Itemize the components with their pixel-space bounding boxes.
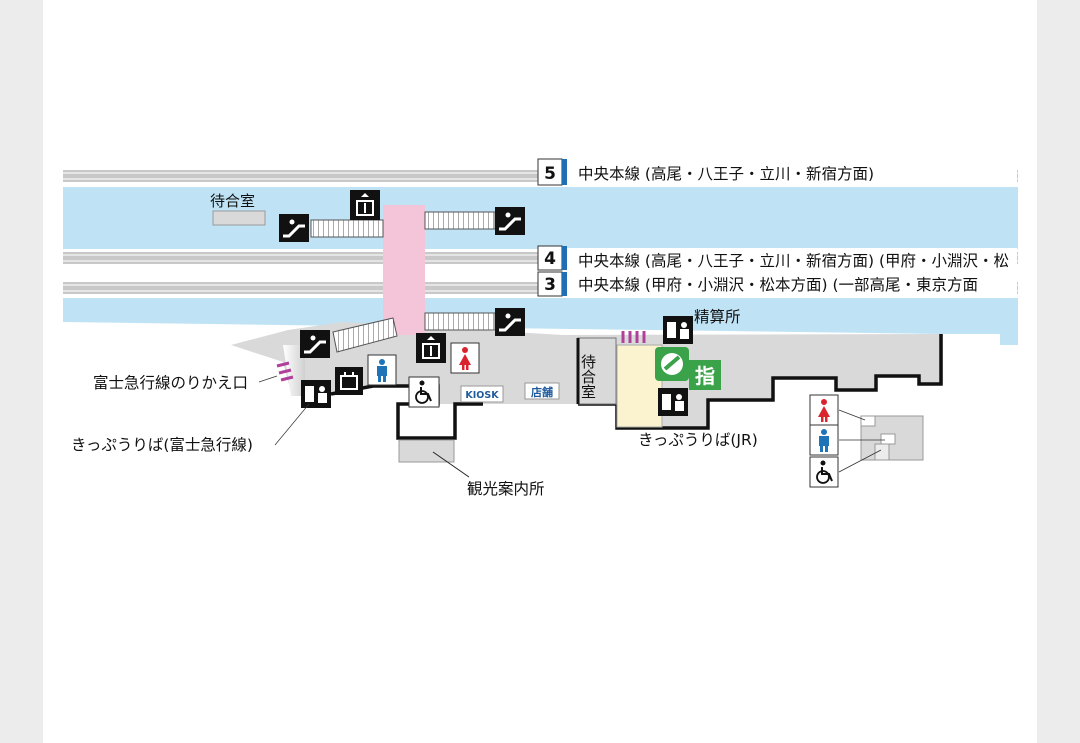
stairs-lower-left	[332, 317, 398, 353]
green-window-icon	[655, 347, 689, 381]
ticket-jr-label: きっぷうりば(JR)	[638, 431, 758, 449]
reserved-seat-label: 指	[695, 364, 715, 388]
track-destination: 中央本線 (高尾・八王子・立川・新宿方面) (甲府・小淵沢・松	[578, 252, 1009, 270]
escalator-icon	[495, 308, 525, 336]
shop-label: 店舗	[531, 385, 553, 399]
female-toilet-icon	[450, 342, 480, 374]
locker-icon	[335, 367, 363, 395]
jr-ticket-area	[616, 344, 663, 428]
island-platform	[63, 187, 1018, 249]
track-number: 5	[544, 164, 556, 184]
stairs-right	[424, 211, 496, 230]
fare-adjust-label: 精算所	[694, 307, 741, 326]
station-map: 待合室 待合室 5 中央本線 (高尾・八王子・立川・新宿方面) 4 中央本線 (…	[63, 158, 1018, 498]
wheelchair-icon	[408, 376, 440, 408]
elevator-icon	[416, 333, 446, 363]
track-destination: 中央本線 (甲府・小淵沢・松本方面) (一部高尾・東京方面	[578, 276, 978, 294]
reserved-seat-sign: 指	[689, 360, 721, 390]
kiosk-shop: KIOSK	[460, 385, 504, 403]
tourist-info-box	[398, 439, 455, 463]
track-label-3: 3 中央本線 (甲府・小淵沢・松本方面) (一部高尾・東京方面	[537, 271, 1017, 297]
track-destination: 中央本線 (高尾・八王子・立川・新宿方面)	[578, 165, 874, 183]
female-toilet-icon	[809, 394, 839, 426]
concourse-bridge	[383, 205, 425, 335]
gate-stripes-jr	[621, 331, 646, 343]
track-number: 3	[544, 275, 556, 295]
waiting-room-label: 待合室	[210, 192, 255, 210]
fuji-transfer-label: 富士急行線のりかえ口	[93, 374, 248, 392]
track-number: 4	[544, 249, 556, 269]
track-label-4: 4 中央本線 (高尾・八王子・立川・新宿方面) (甲府・小淵沢・松	[537, 245, 1017, 271]
escalator-icon	[495, 207, 525, 235]
wheelchair-icon	[809, 456, 839, 488]
stairs-lower-right	[424, 312, 496, 331]
kiosk-label: KIOSK	[465, 390, 499, 401]
escalator-icon	[300, 330, 330, 358]
gate-stripes-fuji	[276, 361, 294, 382]
wall-left	[330, 384, 483, 440]
page: 待合室 待合室 5 中央本線 (高尾・八王子・立川・新宿方面) 4 中央本線 (…	[43, 0, 1037, 743]
side-platform	[63, 298, 1018, 345]
ticket-machine-icon	[658, 388, 688, 416]
waiting-room-vertical-label: 待合室	[579, 354, 597, 399]
floor-shading	[283, 345, 305, 396]
wall-right	[578, 334, 943, 430]
elevator-icon	[350, 190, 380, 220]
toilet-annex	[860, 415, 924, 461]
escalator-icon	[279, 214, 309, 242]
waiting-room-box	[212, 210, 266, 226]
tourist-info-label: 観光案内所	[467, 480, 545, 498]
male-toilet-icon	[809, 424, 839, 456]
shop: 店舗	[524, 382, 560, 400]
male-toilet-icon	[367, 354, 397, 386]
ticket-fuji-label: きっぷうりば(富士急行線)	[71, 436, 253, 454]
track-label-5: 5 中央本線 (高尾・八王子・立川・新宿方面)	[537, 158, 1017, 186]
waiting-room-2	[577, 337, 617, 405]
ticket-machine-icon	[663, 316, 693, 344]
ticket-machine-icon	[301, 380, 331, 408]
stairs-left	[310, 219, 384, 238]
